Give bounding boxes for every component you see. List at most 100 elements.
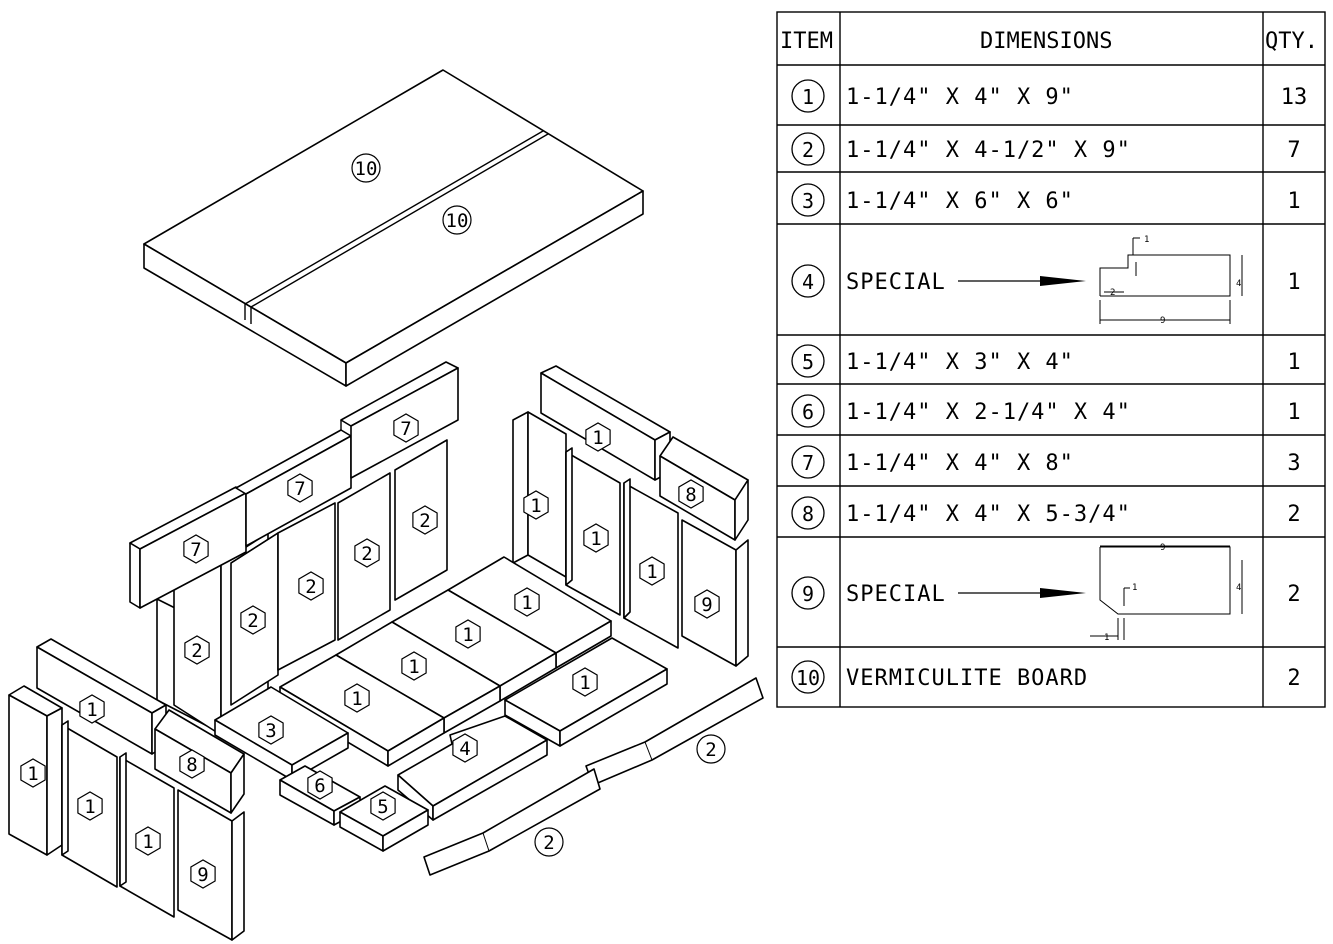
callout-marker [354,538,380,568]
callout-marker [585,422,611,452]
sketch9-chamfer: 1 [1132,583,1137,593]
qty-cell: 13 [1281,85,1308,110]
callout-marker [79,694,105,724]
callout-marker [452,733,478,763]
callout-marker [639,556,665,586]
callout-number: 2 [361,543,372,565]
callout-board-b: 10 [442,205,472,235]
callout-marker [514,587,540,617]
callout-floor-1-e: 1 [572,667,598,697]
dimensions-cell: 1-1/4" X 4" X 5-3/4" [846,502,1131,527]
callout-marker [298,571,324,601]
callout-number: 2 [247,610,258,632]
callout-number: 1 [84,796,95,818]
callout-marker [179,749,205,779]
item-marker [791,660,825,694]
callout-number: 1 [592,427,603,449]
callout-number: 1 [408,656,419,678]
callout-number: 2 [191,640,202,662]
callout-number: 2 [419,510,430,532]
callout-marker [523,490,549,520]
callout-marker [455,619,481,649]
callout-left-1-c: 1 [135,826,161,856]
header-qty: QTY. [1265,29,1318,54]
callout-floor-1-a: 1 [514,587,540,617]
callout-back-2-d: 2 [354,538,380,568]
callout-back-2-e: 2 [412,505,438,535]
qty-cell: 1 [1287,270,1300,295]
back-wall-group [129,361,459,736]
callout-floor-6: 6 [307,770,333,800]
callout-back-row-top-2: 7 [287,473,313,503]
callout-number: 4 [459,738,470,760]
arrow-icon [1040,276,1086,286]
item-number: 2 [802,138,814,162]
callout-marker [694,589,720,619]
item-9-sketch: 9 1 4 1 [1090,543,1243,643]
callout-marker [351,153,381,183]
qty-cell: 7 [1287,138,1300,163]
callout-marker [190,859,216,889]
callout-number: 10 [355,158,378,180]
table-row: 1 1-1/4" X 4" X 9" 13 [791,79,1308,113]
callout-back-row-top-1: 7 [183,534,209,564]
qty-cell: 1 [1287,400,1300,425]
callout-number: 1 [27,763,38,785]
sketch4-height: 4 [1236,279,1241,289]
callout-right-1-b: 1 [583,523,609,553]
callout-floor-1-c: 1 [401,651,427,681]
sketch4-length: 9 [1160,316,1165,326]
callout-back-2-a: 2 [184,635,210,665]
dimensions-cell: 1-1/4" X 4" X 9" [846,85,1074,110]
qty-cell: 3 [1287,451,1300,476]
qty-cell: 1 [1287,350,1300,375]
vermiculite-board-group [143,69,644,387]
item-number: 4 [802,270,814,294]
dimensions-cell: 1-1/4" X 4-1/2" X 9" [846,138,1131,163]
header-item: ITEM [780,29,833,54]
item-marker [791,183,825,217]
header-dimensions: DIMENSIONS [980,29,1112,54]
dimensions-cell: 1-1/4" X 4" X 8" [846,451,1074,476]
dimensions-cell: SPECIAL [846,582,946,607]
callout-number: 2 [543,832,554,854]
callout-number: 10 [446,210,469,232]
callout-number: 1 [590,528,601,550]
item-4-sketch: 1 2 4 9 [1099,235,1243,326]
table-row: 4 SPECIAL 1 [791,264,1301,298]
callout-left-9: 9 [190,859,216,889]
board-right-face [345,190,644,387]
dimensions-cell: SPECIAL [846,270,946,295]
callout-floor-4: 4 [452,733,478,763]
callout-marker [184,635,210,665]
callout-right-top-1: 1 [585,422,611,452]
callout-number: 7 [190,539,201,561]
callout-left-1-b: 1 [77,791,103,821]
callout-marker [240,605,266,635]
dimensions-cell: 1-1/4" X 3" X 4" [846,350,1074,375]
item-marker [791,394,825,428]
callout-marker [696,734,726,764]
callout-marker [534,827,564,857]
item-number: 5 [802,350,814,374]
item-marker [791,79,825,113]
callout-marker [370,791,396,821]
item-number: 6 [802,400,814,424]
callout-marker [344,683,370,713]
callout-number: 1 [530,495,541,517]
callout-back-2-b: 2 [240,605,266,635]
callout-back-row-top-3: 7 [393,413,419,443]
item-number: 1 [802,85,814,109]
qty-cell: 1 [1287,189,1300,214]
item-number: 10 [796,666,820,690]
callout-right-9: 9 [694,589,720,619]
qty-cell: 2 [1287,502,1300,527]
callout-marker [135,826,161,856]
callout-marker [20,758,46,788]
callout-number: 2 [305,576,316,598]
